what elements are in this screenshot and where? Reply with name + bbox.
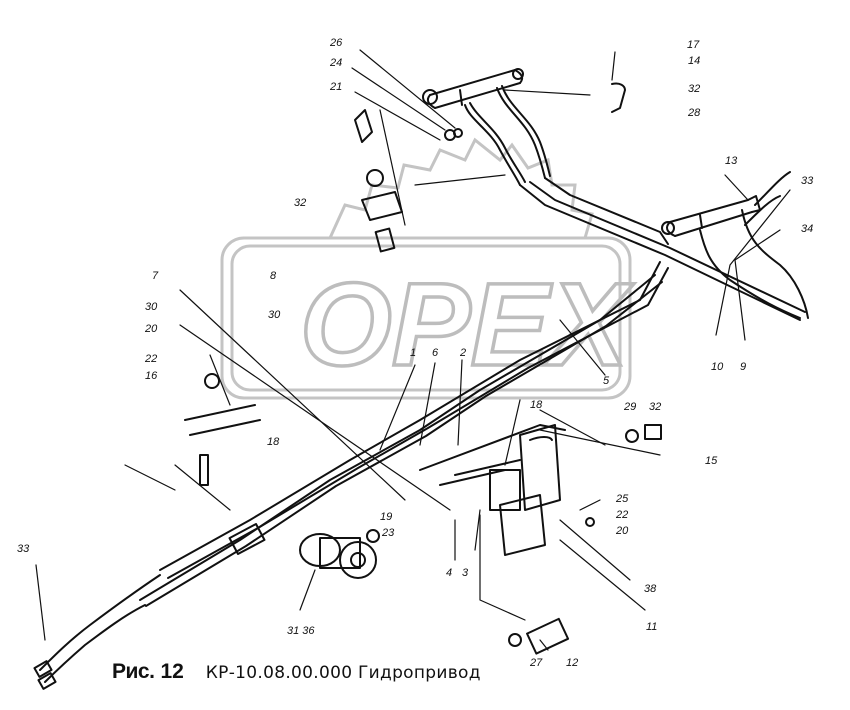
callout-2: 2: [459, 347, 466, 359]
callout-29: 29: [623, 401, 636, 413]
callout-38: 38: [644, 583, 657, 595]
callout-10: 10: [711, 361, 724, 373]
callout-32-a: 32: [294, 197, 306, 209]
valve-block: [419, 424, 566, 556]
hose-ends: [33, 574, 161, 690]
upper-cylinder: [422, 68, 524, 109]
callout-26: 26: [329, 37, 343, 49]
callout-7: 7: [152, 270, 159, 282]
callout-30-b: 30: [268, 309, 281, 321]
right-cylinder: [661, 195, 761, 237]
figure-caption: Рис.12 КР-10.08.00.000 Гидропривод: [112, 660, 481, 684]
figure-title: КР-10.08.00.000 Гидропривод: [205, 663, 481, 683]
callout-14: 14: [688, 55, 700, 67]
callout-23: 23: [381, 527, 395, 539]
callout-30-a: 30: [145, 301, 158, 313]
callout-16: 16: [145, 370, 158, 382]
callout-6: 6: [432, 347, 439, 359]
callout-17: 17: [687, 39, 700, 51]
callout-11: 11: [646, 621, 657, 633]
callout-31-36: 31 36: [287, 625, 315, 637]
callout-12: 12: [566, 657, 578, 669]
callout-34: 34: [801, 223, 813, 235]
callout-18-a: 18: [267, 436, 280, 448]
callout-27: 27: [529, 657, 543, 669]
callout-13: 13: [725, 155, 738, 167]
callout-28: 28: [687, 107, 701, 119]
callout-9: 9: [740, 361, 746, 373]
callout-18-b: 18: [530, 399, 543, 411]
callout-33-a: 33: [801, 175, 814, 187]
callout-22-a: 22: [144, 353, 157, 365]
callout-22-b: 22: [615, 509, 628, 521]
callout-21: 21: [329, 81, 342, 93]
callout-15: 15: [705, 455, 718, 467]
callout-25: 25: [615, 493, 629, 505]
figure-label: Рис.: [112, 660, 155, 683]
pipe-clamp: [228, 523, 266, 555]
figure-number: 12: [160, 660, 184, 683]
callout-19: 19: [380, 511, 392, 523]
callout-4: 4: [446, 567, 452, 579]
callout-24: 24: [329, 57, 342, 69]
callout-20-b: 20: [615, 525, 629, 537]
main-pipes-lower: [139, 261, 669, 607]
upper-hoses: [464, 85, 551, 186]
callout-32-c: 32: [649, 401, 661, 413]
callout-5: 5: [603, 375, 610, 387]
callout-3: 3: [462, 567, 469, 579]
callout-20-a: 20: [144, 323, 158, 335]
fittings: [184, 82, 662, 655]
callout-labels: 26 24 21 32 17 14 32 28 13 33 34 7 30 8 …: [17, 37, 814, 669]
callout-32-b: 32: [688, 83, 700, 95]
callout-1: 1: [410, 347, 416, 359]
gear-pump: [299, 533, 377, 579]
leader-lines: [35, 49, 791, 651]
callout-8: 8: [270, 270, 277, 282]
callout-33-b: 33: [17, 543, 30, 555]
right-hoses: [699, 171, 809, 319]
